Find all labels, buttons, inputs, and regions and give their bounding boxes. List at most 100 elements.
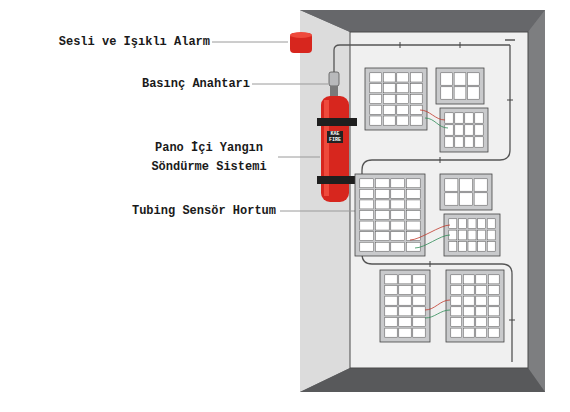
terminal-cell: [383, 84, 395, 93]
cabinet-bottom-wall: [300, 368, 545, 392]
cabinet-top-wall: [300, 10, 545, 32]
terminal-cell: [476, 328, 487, 337]
terminal-cell: [385, 296, 397, 305]
terminal-cell: [449, 219, 457, 229]
terminal-cell: [451, 317, 462, 326]
terminal-cell: [476, 275, 487, 284]
terminal-cell: [468, 219, 476, 229]
terminal-cell: [478, 219, 486, 229]
terminal-cell: [375, 179, 389, 188]
hose-clip: [509, 320, 515, 321]
terminal-cell: [441, 73, 453, 85]
terminal-cell: [391, 221, 405, 230]
hose-clip: [400, 42, 401, 48]
control-module: [365, 68, 427, 130]
terminal-cell: [370, 94, 382, 103]
terminal-cell: [463, 296, 474, 305]
terminal-cell: [476, 317, 487, 326]
terminal-cell: [385, 328, 397, 337]
terminal-cell: [474, 179, 487, 191]
hose-clip: [507, 100, 513, 101]
leader-lines: [212, 42, 361, 211]
terminal-cell: [488, 317, 499, 326]
terminal-cell: [451, 285, 462, 294]
terminal-cell: [455, 113, 463, 123]
leader-line: [280, 211, 361, 212]
terminal-cell: [375, 221, 389, 230]
control-module: [440, 108, 488, 152]
terminal-cell: [451, 296, 462, 305]
terminal-cell: [375, 242, 389, 251]
terminal-cell: [383, 105, 395, 114]
terminal-cell: [391, 211, 405, 220]
terminal-cell: [370, 73, 382, 82]
terminal-cell: [445, 137, 453, 147]
terminal-cell: [454, 87, 466, 99]
terminal-cell: [463, 328, 474, 337]
terminal-cell: [445, 179, 458, 191]
strap: [317, 118, 357, 126]
callout-label: Sesli ve Işıklı Alarm: [10, 34, 210, 50]
terminal-cell: [397, 105, 409, 114]
terminal-cell: [399, 307, 411, 316]
terminal-cell: [467, 73, 479, 85]
terminal-cell: [399, 285, 411, 294]
terminal-cell: [410, 73, 422, 82]
terminal-cell: [370, 84, 382, 93]
terminal-cell: [360, 200, 374, 209]
terminal-cell: [488, 307, 499, 316]
terminal-cell: [391, 189, 405, 198]
terminal-cell: [458, 219, 466, 229]
terminal-cell: [468, 241, 476, 251]
terminal-cell: [399, 275, 411, 284]
terminal-cell: [397, 84, 409, 93]
back-plate: [350, 32, 528, 368]
wire: [415, 235, 450, 248]
modules: [355, 68, 504, 342]
terminal-cell: [475, 125, 483, 135]
terminal-cell: [391, 232, 405, 241]
terminal-cell: [476, 296, 487, 305]
terminal-cell: [406, 211, 420, 220]
terminal-cell: [478, 241, 486, 251]
terminal-cell: [360, 211, 374, 220]
hose-clip: [440, 157, 441, 163]
terminal-cell: [399, 317, 411, 326]
terminal-cell: [475, 113, 483, 123]
callout-label: Tubing Sensör Hortum: [60, 203, 276, 219]
control-module: [444, 214, 500, 256]
cylinder-label: KAE FIRE: [327, 131, 343, 143]
terminal-cell: [375, 232, 389, 241]
terminal-cell: [370, 116, 382, 125]
terminal-cell: [487, 241, 495, 251]
terminal-cell: [445, 125, 453, 135]
terminal-cell: [488, 285, 499, 294]
leader-line: [252, 84, 328, 85]
terminal-cell: [385, 317, 397, 326]
terminal-cell: [399, 296, 411, 305]
terminal-cell: [406, 189, 420, 198]
terminal-cell: [391, 242, 405, 251]
terminal-cell: [406, 179, 420, 188]
terminal-cell: [406, 242, 420, 251]
terminal-cell: [445, 113, 453, 123]
callout-label: Basınç Anahtarı: [40, 76, 250, 92]
wire: [410, 225, 450, 240]
terminal-cell: [465, 137, 473, 147]
cylinder: [321, 96, 349, 202]
wire: [425, 310, 450, 318]
leader-line: [278, 157, 320, 158]
terminal-cell: [413, 275, 425, 284]
terminal-cell: [475, 137, 483, 147]
terminal-cell: [487, 219, 495, 229]
module-body: [446, 270, 504, 342]
terminal-cell: [406, 200, 420, 209]
wire: [425, 300, 450, 310]
terminal-cell: [375, 200, 389, 209]
terminal-cell: [463, 317, 474, 326]
terminal-cell: [406, 221, 420, 230]
module-body: [444, 214, 500, 256]
terminal-cell: [360, 221, 374, 230]
